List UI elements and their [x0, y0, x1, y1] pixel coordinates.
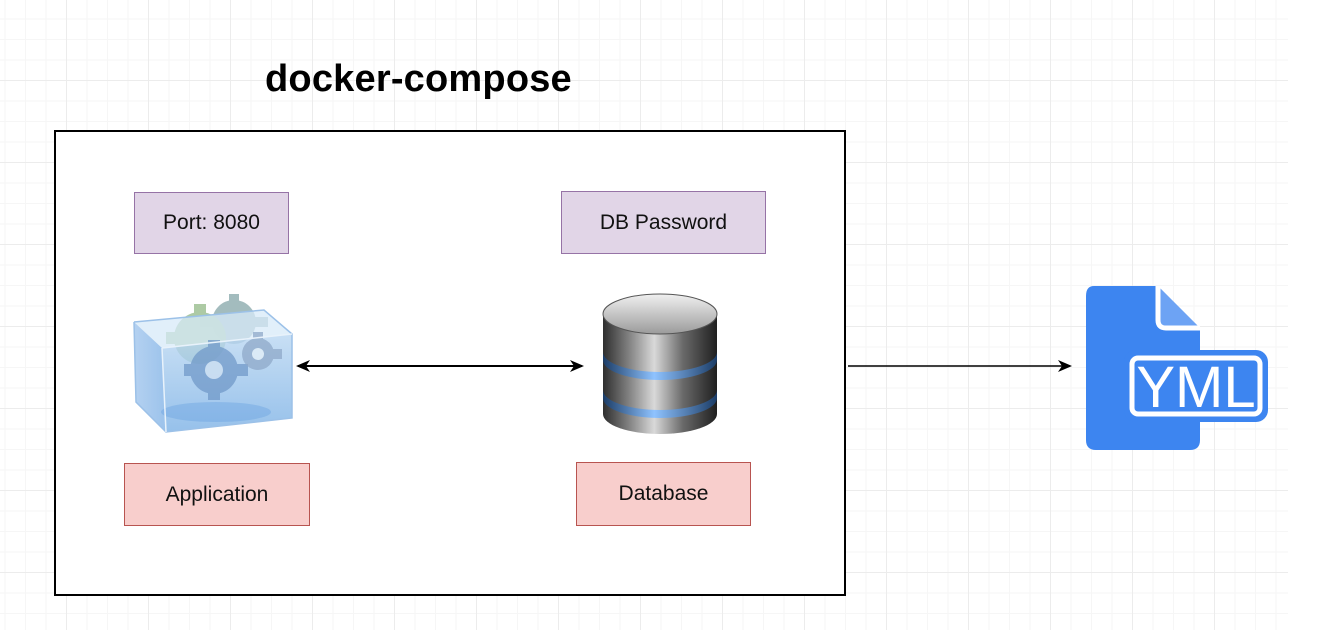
database-label: Database: [576, 462, 751, 526]
yml-file-icon: YML: [1086, 286, 1268, 450]
diagram-title: docker-compose: [265, 58, 572, 100]
database-cylinder-icon: [602, 293, 718, 434]
application-gears-icon: [133, 294, 293, 433]
db-password-label: DB Password: [561, 191, 766, 254]
application-label: Application: [124, 463, 310, 526]
port-label: Port: 8080: [134, 192, 289, 254]
yml-text: YML: [1136, 355, 1255, 420]
